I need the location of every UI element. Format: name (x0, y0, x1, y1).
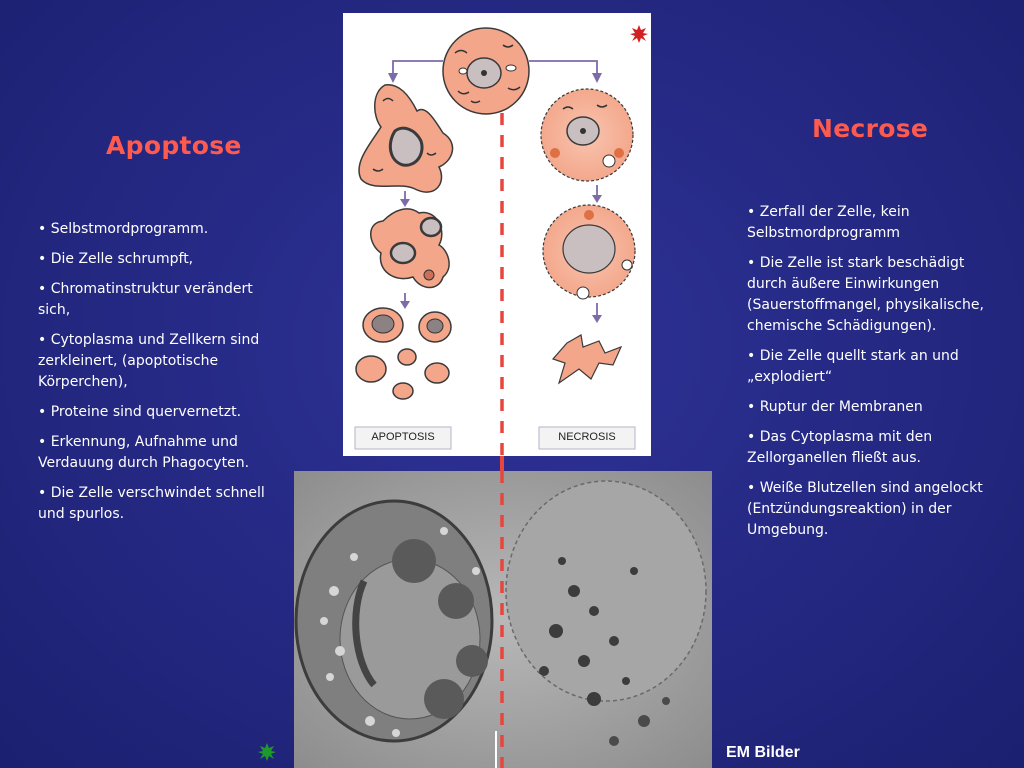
necrosis-stage-2-cell (542, 204, 636, 300)
apoptose-bullet: • Cytoplasma und Zellkern sind zerkleine… (38, 332, 260, 390)
apoptose-bullet: • Proteine sind quervernetzt. (38, 404, 242, 420)
necrosis-label: NECROSIS (558, 431, 616, 443)
necrose-bullet: • Die Zelle ist stark beschädigt durch ä… (747, 255, 984, 334)
apoptose-bullet: • Die Zelle verschwindet schnell und spu… (38, 485, 265, 522)
em-micrograph-image (294, 471, 712, 768)
apoptose-bullet: • Erkennung, Aufnahme und Verdauung durc… (38, 434, 250, 471)
necrose-bullet: • Ruptur der Membranen (747, 399, 923, 415)
necrose-title: Necrose (812, 114, 929, 143)
necrosis-stage-3-remnant (551, 334, 623, 385)
em-micrographs (294, 471, 712, 768)
necrose-bullet-list: • Zerfall der Zelle, kein Selbstmordprog… (747, 202, 987, 550)
apoptosis-label-box (354, 426, 452, 450)
apoptotic-bodies (355, 307, 452, 400)
apoptose-bullet: • Die Zelle schrumpft, (38, 251, 194, 267)
normal-cell (442, 27, 530, 115)
divider-connector (500, 456, 504, 472)
apoptose-bullet: • Selbstmordprogramm. (38, 221, 209, 237)
apoptose-bullet-list: • Selbstmordprogramm. • Die Zelle schrum… (38, 219, 270, 534)
apoptosis-stage-2-cell (370, 208, 450, 289)
necrose-bullet: • Weiße Blutzellen sind angelockt (Entzü… (747, 480, 983, 538)
green-star-icon (258, 743, 276, 761)
apoptosis-stage-1-cell (358, 84, 454, 193)
em-apoptotic-cell (294, 499, 494, 743)
em-images-label: EM Bilder (726, 744, 800, 761)
necrose-bullet: • Die Zelle quellt stark an und „explodi… (747, 348, 959, 385)
necrose-bullet: • Zerfall der Zelle, kein Selbstmordprog… (747, 204, 910, 241)
red-star-icon (630, 25, 648, 43)
apoptosis-necrosis-diagram: APOPTOSIS NECROSIS (343, 13, 651, 456)
apoptosis-label: APOPTOSIS (371, 431, 435, 443)
necrosis-label-box (538, 426, 636, 450)
apoptose-bullet: • Chromatinstruktur verändert sich, (38, 281, 253, 318)
necrosis-stage-1-cell (540, 88, 634, 182)
necrose-bullet: • Das Cytoplasma mit den Zellorganellen … (747, 429, 933, 466)
cell-diagram-illustration (354, 27, 636, 456)
apoptose-title: Apoptose (106, 131, 242, 160)
em-necrotic-cell (505, 480, 707, 746)
